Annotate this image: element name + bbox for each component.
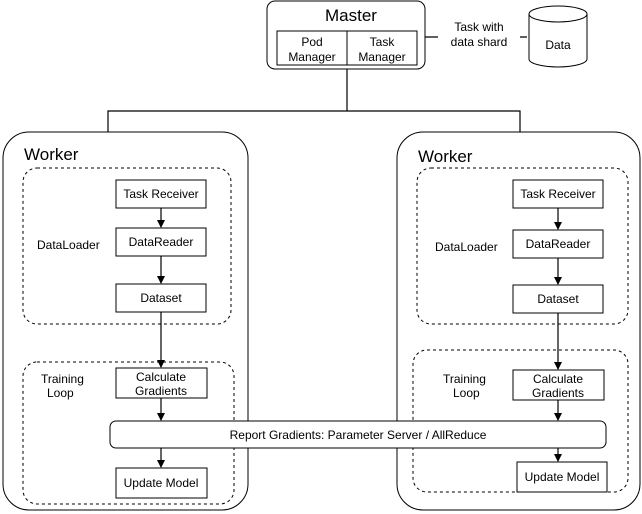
worker-left-update-model-label: Update Model (124, 476, 199, 490)
data-store-label: Data (545, 38, 571, 52)
worker-right-dataloader-label: DataLoader (435, 240, 498, 254)
worker-left-training-loop-label-line2: Loop (47, 386, 74, 400)
worker-left-dataset-box (115, 283, 207, 313)
worker-right-update-model-label: Update Model (525, 470, 600, 484)
master-node: Master Pod Manager Task Manager (266, 0, 426, 70)
report-gradients-bar: Report Gradients: Parameter Server / All… (109, 420, 607, 449)
data-store-cylinder: Data (528, 5, 588, 68)
worker-left-title: Worker (24, 145, 79, 164)
worker-left: Worker DataLoader Task Receiver DataRead… (2, 131, 249, 511)
worker-right-calc-gradients-box (512, 369, 605, 401)
edge-label-line2: data shard (451, 35, 508, 49)
worker-left-task-receiver-box (115, 179, 207, 209)
worker-left-training-loop-group (22, 361, 235, 505)
worker-right-dataloader-group (416, 167, 629, 325)
worker-right-dataset-label: Dataset (537, 292, 579, 306)
worker-right: Worker DataLoader Task Receiver DataRead… (396, 131, 641, 511)
worker-left-training-loop-label-line1: Training (41, 372, 84, 386)
worker-left-datareader-label: DataReader (129, 235, 194, 249)
task-manager-label-line2: Manager (358, 50, 405, 64)
worker-left-calc-gradients-line1: Calculate (136, 370, 186, 384)
worker-left-calc-gradients-line2: Gradients (135, 384, 187, 398)
worker-right-training-loop-label-line1: Training (443, 372, 486, 386)
worker-left-dataloader-label: DataLoader (37, 238, 100, 252)
task-manager-label-line1: Task (370, 35, 396, 49)
master-title: Master (325, 6, 377, 25)
worker-right-dataset-box (512, 284, 604, 314)
worker-right-datareader-label: DataReader (526, 237, 591, 251)
worker-right-calc-gradients-line1: Calculate (533, 372, 583, 386)
worker-left-calc-gradients-box (115, 367, 208, 399)
worker-right-update-model-box (516, 461, 608, 493)
worker-right-calc-gradients-line2: Gradients (532, 386, 584, 400)
worker-left-task-receiver-label: Task Receiver (123, 187, 198, 201)
worker-right-task-receiver-box (512, 179, 604, 209)
worker-right-training-loop-label-line2: Loop (453, 386, 480, 400)
worker-left-update-model-box (115, 467, 208, 499)
worker-left-dataset-label: Dataset (140, 291, 182, 305)
pod-manager-label-line1: Pod (301, 35, 322, 49)
report-gradients-label: Report Gradients: Parameter Server / All… (230, 428, 487, 442)
worker-left-dataloader-group (22, 167, 232, 325)
worker-right-task-receiver-label: Task Receiver (520, 187, 595, 201)
pod-manager-label-line2: Manager (288, 50, 335, 64)
master-worker-connector (107, 69, 521, 132)
edge-label-background (438, 18, 520, 52)
edge-label-line1: Task with (454, 20, 503, 34)
worker-right-title: Worker (418, 147, 473, 166)
